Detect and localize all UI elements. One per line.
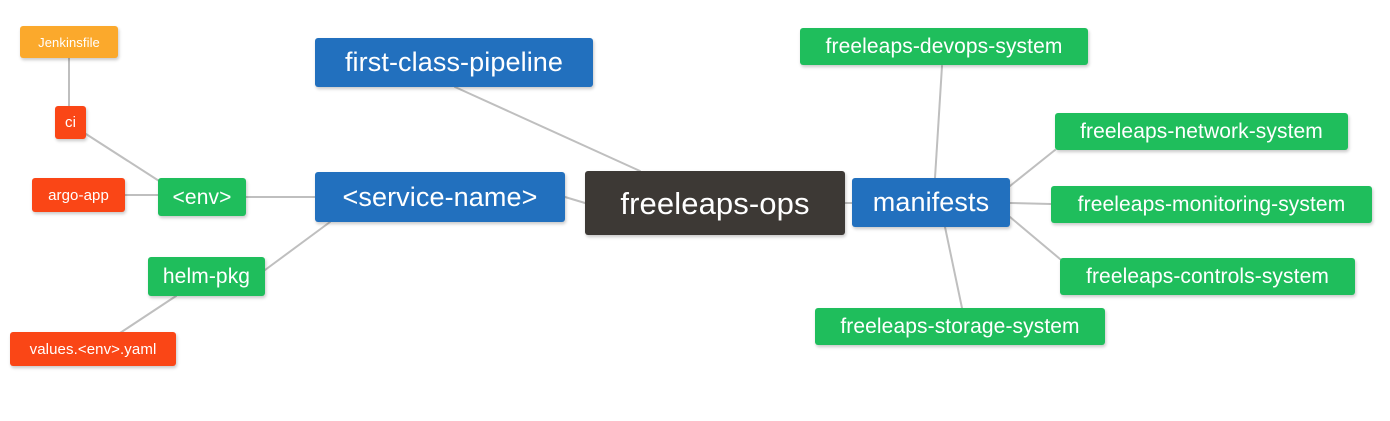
node-service-name[interactable]: <service-name> — [315, 172, 565, 222]
node-label: Jenkinsfile — [38, 34, 100, 50]
node-values-env-yaml[interactable]: values.<env>.yaml — [10, 332, 176, 366]
edge-freeleaps-ops-to-service-name — [564, 196, 586, 204]
node-label: helm-pkg — [162, 265, 251, 288]
node-argo-app[interactable]: argo-app — [32, 178, 125, 212]
node-manifests[interactable]: manifests — [852, 178, 1010, 227]
node-label: values.<env>.yaml — [29, 340, 157, 358]
node-first-class-pipeline[interactable]: first-class-pipeline — [315, 38, 593, 87]
node-env[interactable]: <env> — [158, 178, 246, 216]
edge-freeleaps-ops-to-first-class-pipeline — [454, 86, 641, 172]
node-label: manifests — [872, 187, 990, 217]
edge-manifests-to-freeleaps-storage-system — [944, 226, 963, 309]
node-label: freeleaps-ops — [620, 185, 810, 221]
node-label: <env> — [172, 185, 232, 209]
edge-manifests-to-freeleaps-devops-system — [934, 65, 943, 179]
node-label: ci — [64, 114, 77, 131]
node-label: <service-name> — [342, 181, 538, 212]
node-label: freeleaps-controls-system — [1086, 265, 1329, 288]
node-freeleaps-devops-system[interactable]: freeleaps-devops-system — [800, 28, 1088, 65]
node-label: freeleaps-monitoring-system — [1077, 193, 1346, 216]
node-freeleaps-storage-system[interactable]: freeleaps-storage-system — [815, 308, 1105, 345]
node-label: freeleaps-devops-system — [825, 35, 1063, 58]
edge-manifests-to-freeleaps-controls-system — [1009, 216, 1061, 260]
edge-manifests-to-freeleaps-monitoring-system — [1009, 202, 1052, 205]
node-jenkinsfile[interactable]: Jenkinsfile — [20, 26, 118, 58]
node-freeleaps-network-system[interactable]: freeleaps-network-system — [1055, 113, 1348, 150]
node-ci[interactable]: ci — [55, 106, 86, 139]
node-freeleaps-monitoring-system[interactable]: freeleaps-monitoring-system — [1051, 186, 1372, 223]
node-freeleaps-ops[interactable]: freeleaps-ops — [585, 171, 845, 235]
node-label: freeleaps-storage-system — [840, 315, 1080, 338]
edge-service-name-to-helm-pkg — [264, 221, 331, 271]
node-label: first-class-pipeline — [344, 47, 564, 77]
node-freeleaps-controls-system[interactable]: freeleaps-controls-system — [1060, 258, 1355, 295]
node-helm-pkg[interactable]: helm-pkg — [148, 257, 265, 296]
edge-manifests-to-freeleaps-network-system — [1009, 149, 1056, 187]
edge-helm-pkg-to-values-env-yaml — [119, 295, 177, 334]
node-label: argo-app — [48, 186, 109, 204]
node-label: freeleaps-network-system — [1080, 120, 1323, 143]
